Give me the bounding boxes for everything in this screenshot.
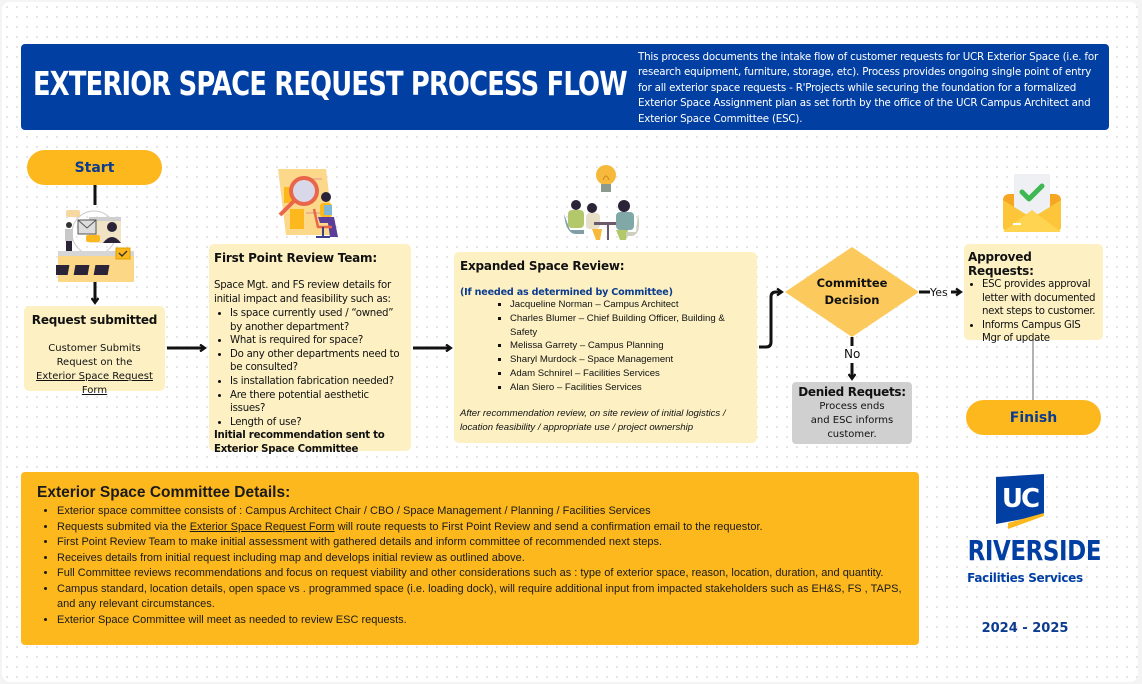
- decision-label-line1: Committee: [816, 276, 888, 290]
- committee-details-list: Exterior space committee consists of : C…: [37, 504, 903, 628]
- details-item: Exterior space committee consists of : C…: [57, 504, 903, 520]
- request-submitted-card: Request submitted Customer Submits Reque…: [24, 306, 165, 396]
- review-question: Are there potential aesthetic issues?: [230, 389, 406, 416]
- exterior-space-request-form-link[interactable]: Exterior Space Request Form: [36, 371, 153, 396]
- request-submitted-line2: Request on the: [56, 357, 133, 368]
- expanded-review-title: Expanded Space Review:: [460, 259, 625, 273]
- denied-line1: Process ends: [819, 401, 885, 412]
- first-point-review-intro: Space Mgt. and FS review details for ini…: [214, 280, 391, 305]
- facilities-services-label: Facilities Services: [967, 571, 1083, 585]
- decision-diamond-shape: [785, 247, 919, 337]
- committee-member: Charles Blumer – Chief Building Officer,…: [510, 312, 751, 340]
- decision-label-line2: Decision: [824, 293, 880, 307]
- denied-title: Denied Requets:: [798, 385, 906, 399]
- committee-member: Alan Siero – Facilities Services: [510, 381, 751, 395]
- approved-requests-card: Approved Requests: ESC provides approval…: [964, 244, 1103, 344]
- review-question: Do any other departments need to be cons…: [230, 348, 406, 375]
- finish-node: Finish: [966, 400, 1101, 435]
- approved-title: Approved Requests:: [968, 250, 1034, 278]
- details-item: Receives details from initial request in…: [57, 551, 903, 567]
- uc-logo-gold-accent: [1008, 513, 1044, 529]
- start-node: Start: [27, 150, 162, 185]
- team-meeting-illustration: [564, 165, 640, 240]
- details-item-text: Requests submited via the: [57, 520, 190, 533]
- finish-label: Finish: [1009, 409, 1058, 426]
- request-submitted-line1: Customer Submits: [48, 343, 141, 354]
- details-item: First Point Review Team to make initial …: [57, 535, 903, 551]
- committee-member: Adam Schnirel – Facilities Services: [510, 367, 751, 381]
- review-illustration: [278, 169, 338, 238]
- expanded-review-note: After recommendation review, on site rev…: [460, 407, 726, 433]
- year-range: 2024 - 2025: [981, 621, 1069, 636]
- details-item: Campus standard, location details, open …: [57, 582, 903, 613]
- start-label: Start: [74, 159, 115, 176]
- initial-recommendation-note: Initial recommendation sent to Exterior …: [214, 430, 385, 456]
- riverside-wordmark: RIVERSIDE: [967, 534, 1102, 567]
- details-item: Exterior Space Committee will meet as ne…: [57, 613, 903, 629]
- request-submitted-title: Request submitted: [31, 313, 158, 327]
- review-question: Length of use?: [230, 416, 406, 430]
- header-banner: EXTERIOR SPACE REQUEST PROCESS FLOW This…: [21, 44, 1109, 130]
- committee-member: Melissa Garrety – Campus Planning: [510, 339, 751, 353]
- details-item-text: will route requests to First Point Revie…: [334, 520, 763, 533]
- committee-details-title: Exterior Space Committee Details:: [37, 484, 291, 501]
- approved-action: ESC provides approval letter with docume…: [982, 278, 1099, 319]
- first-point-review-title: First Point Review Team:: [214, 251, 377, 265]
- approved-action: Informs Campus GIS Mgr of update: [982, 319, 1099, 346]
- denied-line3: customer.: [827, 429, 877, 440]
- header-description: This process documents the intake flow o…: [638, 51, 1098, 125]
- first-point-review-card: First Point Review Team: Space Mgt. and …: [209, 244, 411, 455]
- uc-logo-text: UC: [1001, 484, 1040, 514]
- page-title: EXTERIOR SPACE REQUEST PROCESS FLOW: [33, 64, 628, 103]
- arrow-expanded-to-decision: [759, 292, 781, 349]
- review-question: Is installation fabrication needed?: [230, 375, 406, 389]
- details-item: Full Committee reviews recommendations a…: [57, 566, 903, 582]
- committee-member: Jacqueline Norman – Campus Architect: [510, 298, 751, 312]
- denied-line2: and ESC informs: [810, 415, 894, 426]
- first-point-review-questions: Is space currently used / “owned” by ano…: [214, 307, 406, 429]
- no-label: No: [844, 347, 861, 361]
- review-question: What is required for space?: [230, 334, 406, 348]
- details-item: Requests submited via the Exterior Space…: [57, 520, 903, 536]
- committee-member: Sharyl Murdock – Space Management: [510, 353, 751, 367]
- yes-label: Yes: [930, 286, 948, 299]
- exterior-space-request-form-link[interactable]: Exterior Space Request Form: [189, 520, 335, 533]
- committee-decision-node: Committee Decision: [785, 247, 919, 337]
- expanded-review-subtitle: (If needed as determined by Committee): [460, 287, 673, 298]
- expanded-space-review-card: Expanded Space Review: (If needed as det…: [454, 252, 757, 443]
- approval-envelope-icon: [1003, 174, 1061, 232]
- review-question: Is space currently used / “owned” by ano…: [230, 307, 406, 334]
- denied-requests-card: Denied Requets: Process ends and ESC inf…: [792, 382, 912, 444]
- expanded-review-members: Jacqueline Norman – Campus Architect Cha…: [460, 298, 751, 395]
- committee-details-panel: Exterior Space Committee Details: Exteri…: [21, 472, 919, 645]
- request-submission-illustration: [56, 210, 134, 282]
- approved-actions: ESC provides approval letter with docume…: [968, 278, 1099, 346]
